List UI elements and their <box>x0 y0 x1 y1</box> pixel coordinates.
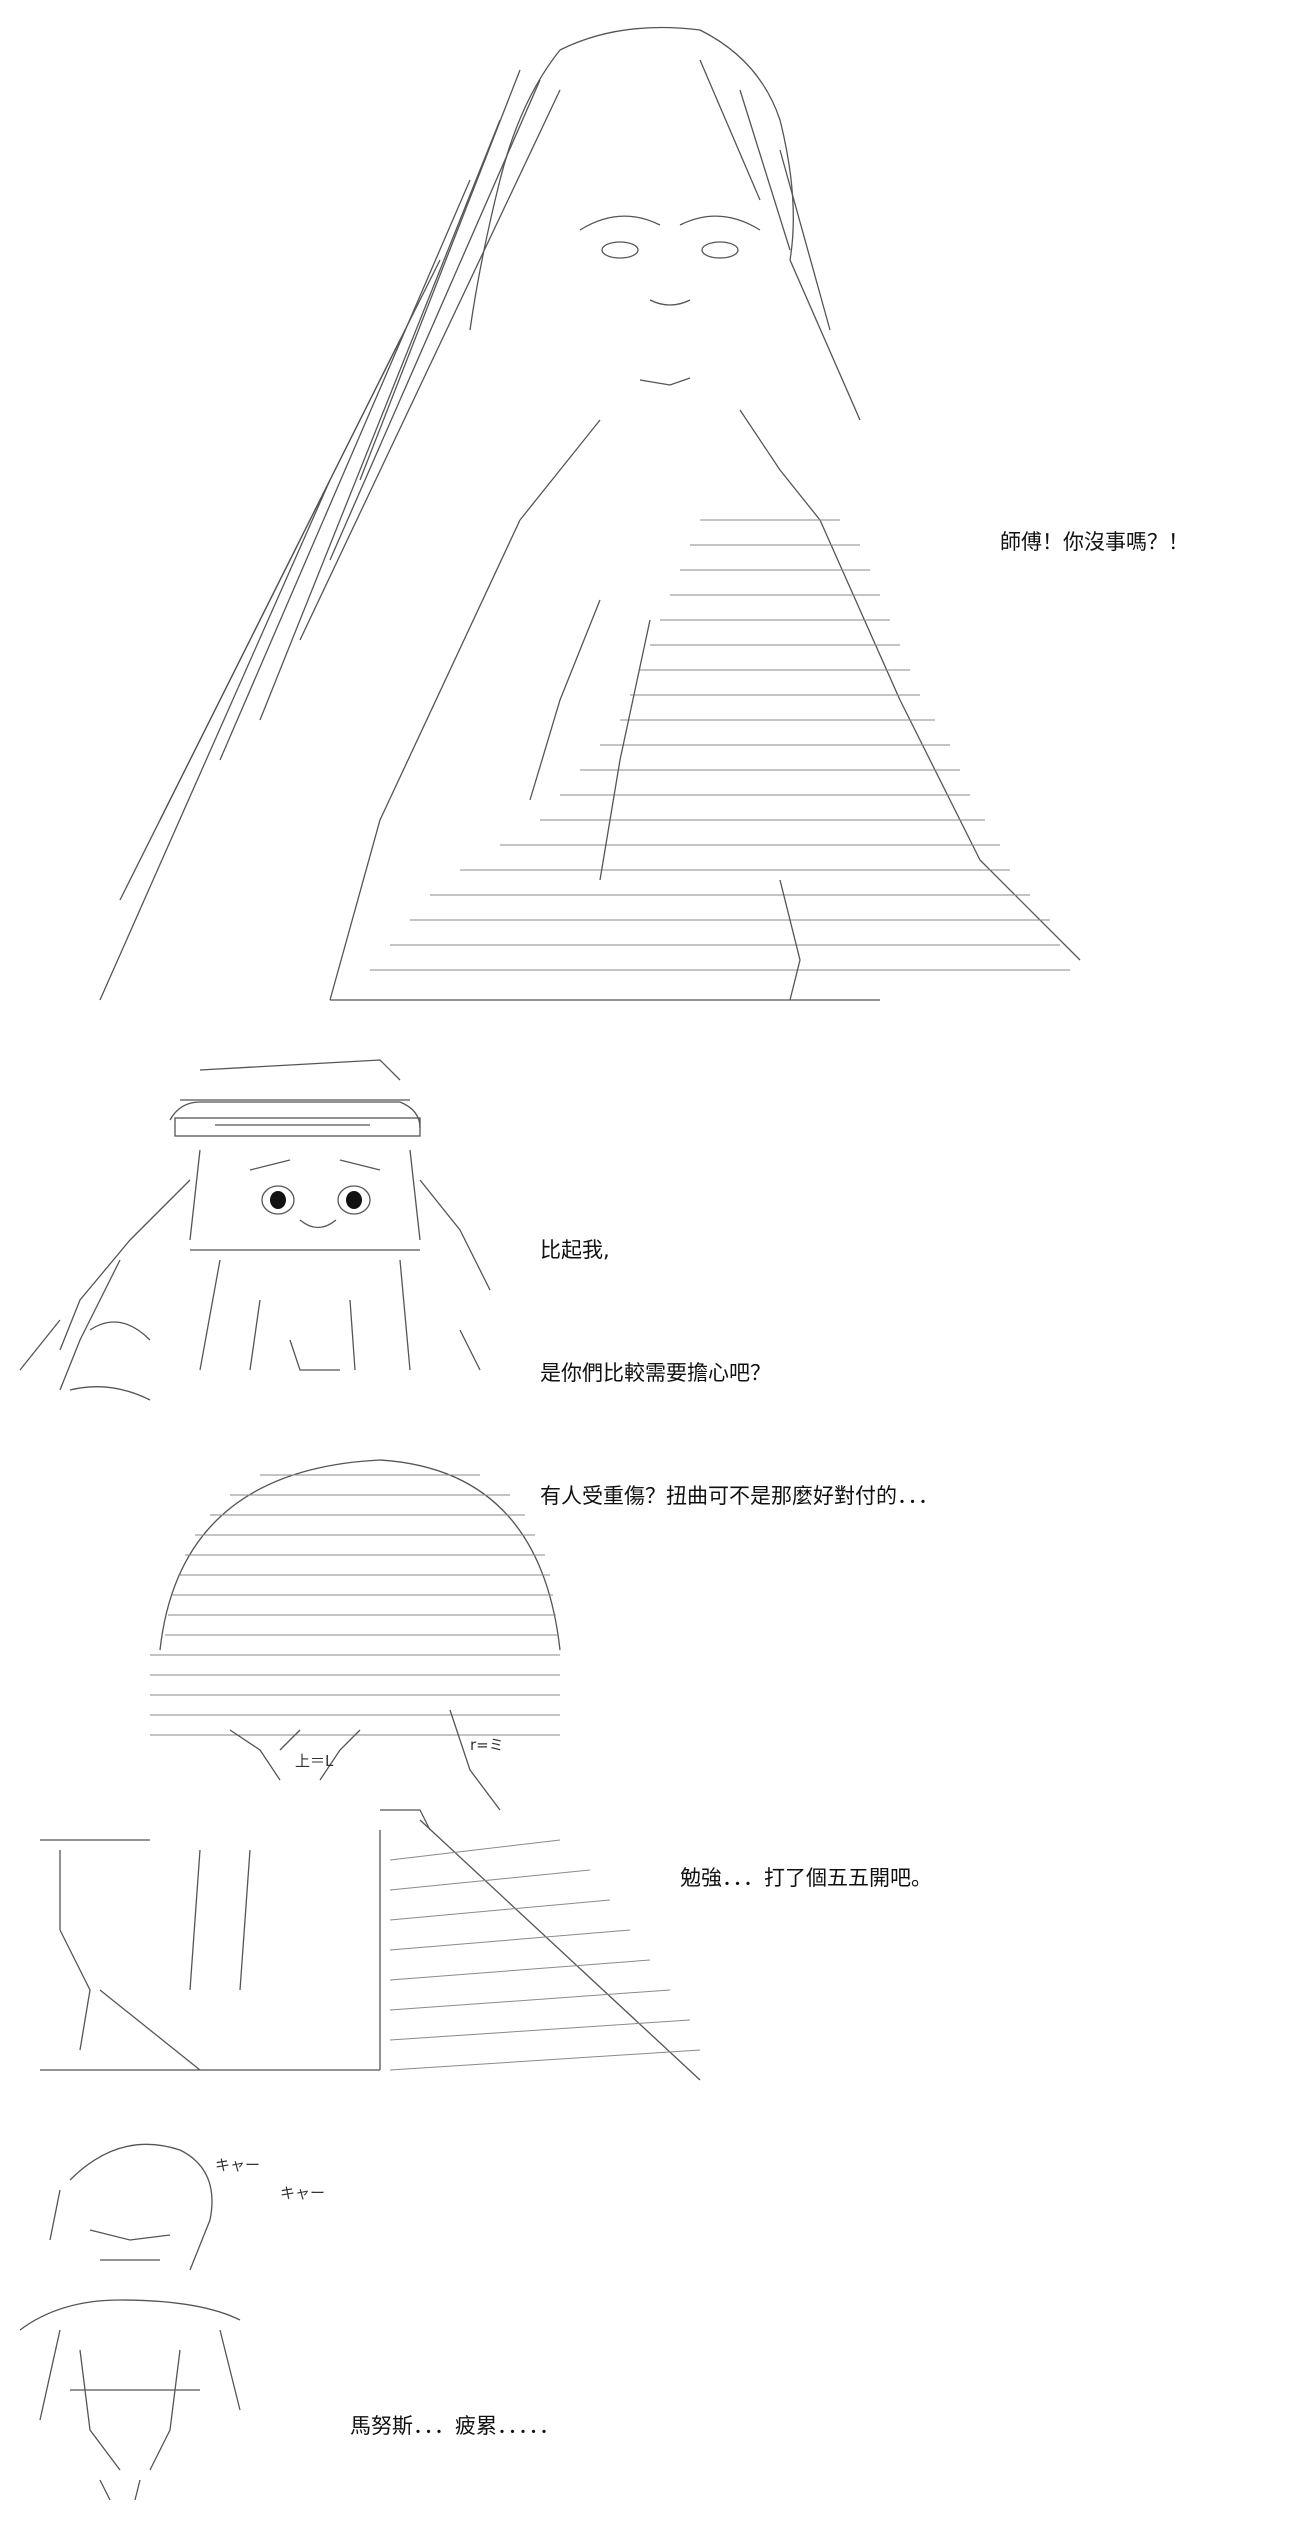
art-label-2: r=ミ <box>470 1736 504 1754</box>
dialogue-panel-3: 勉強．．．打了個五五開吧。 <box>680 1776 932 1981</box>
panel-1: 師傅！你沒事嗎？！ <box>0 0 1300 1010</box>
dialogue-line: 師傅！你沒事嗎？！ <box>1000 530 1189 554</box>
sfx-1: キャー <box>215 2156 260 2174</box>
dialogue-line: 勉強．．．打了個五五開吧。 <box>680 1866 932 1890</box>
dialogue-line: 比起我, <box>540 1238 610 1262</box>
sfx-2: キャー <box>280 2184 325 2202</box>
ascii-art-hat-figure <box>19 1059 491 1401</box>
art-label-1: 上＝L <box>295 1752 334 1770</box>
dialogue-line: 是你們比較需要擔心吧？ <box>540 1361 771 1385</box>
panel-2: 比起我, 是你們比較需要擔心吧？ 有人受重傷？扭曲可不是那麼好對付的．．． <box>0 1010 1300 1508</box>
dialogue-panel-4: 馬努斯．．．疲累．．．．． <box>350 2324 560 2529</box>
dialogue-line: 有人受重傷？扭曲可不是那麼好對付的．．． <box>540 1484 939 1508</box>
ascii-art-bowl-cut-figure: 上＝L r=ミ <box>40 1459 701 2081</box>
dialogue-panel-1: 師傅！你沒事嗎？！ <box>1000 440 1189 645</box>
panel-4: キャー キャー 馬努斯．．．疲累．．．．． <box>0 2090 1300 2500</box>
ascii-art-small-figure: キャー キャー <box>19 2143 325 2500</box>
dialogue-panel-2: 比起我, 是你們比較需要擔心吧？ 有人受重傷？扭曲可不是那麼好對付的．．． <box>540 1148 939 1599</box>
dialogue-line: 馬努斯．．．疲累．．．．． <box>350 2414 560 2438</box>
panel-3: 上＝L r=ミ 勉強．．．打了個五五開吧。 <box>0 1430 1300 2090</box>
ascii-art-long-hair-figure <box>99 26 1081 1001</box>
